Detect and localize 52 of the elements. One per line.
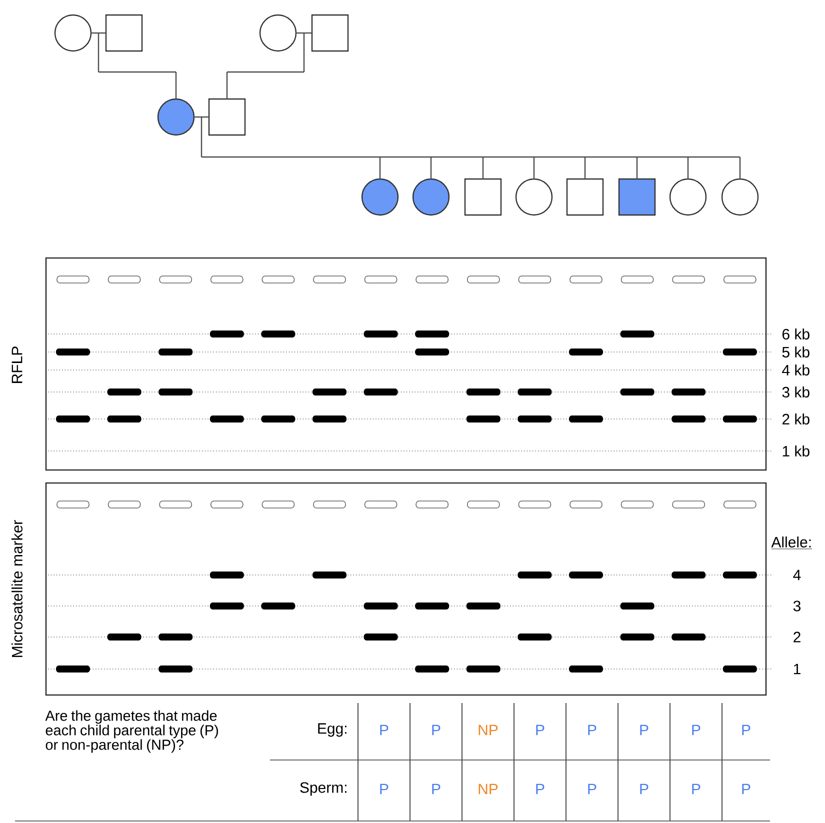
size-label: 3 kb (782, 386, 810, 398)
male-symbol (566, 178, 604, 216)
answer-text: P (588, 724, 596, 736)
allele-number: 3 (793, 600, 801, 612)
answer-text: P (432, 784, 440, 794)
size-label: 6 kb (782, 328, 810, 340)
female-symbol (412, 178, 450, 216)
axis-label: RFLP (12, 346, 22, 383)
mating-line (296, 32, 312, 34)
female-symbol (721, 178, 759, 216)
female-symbol (157, 98, 195, 136)
question-text: Are the gametes that made each child parental type (P) or non-parental (NP)? (45, 710, 218, 753)
answer-text: P (742, 724, 750, 736)
male-symbol (464, 178, 502, 216)
descent-line (98, 32, 177, 99)
answer-text: P (588, 784, 596, 794)
answer-text: NP (478, 724, 498, 736)
mating-line (92, 32, 106, 34)
answer-text: P (692, 724, 700, 736)
answer-text: P (432, 724, 440, 736)
size-label: 5 kb (782, 346, 810, 358)
answer-text: P (640, 724, 648, 736)
female-symbol (259, 14, 297, 52)
female-symbol (361, 178, 399, 216)
size-label: 1 kb (782, 446, 810, 456)
descent-line (200, 116, 741, 179)
row-label: Sperm: (300, 782, 346, 796)
female-symbol (54, 14, 92, 52)
answer-text: P (742, 784, 750, 794)
answer-text: P (692, 784, 700, 794)
axis-label: Microsatellite marker (12, 520, 22, 657)
answer-text: P (380, 724, 388, 736)
answer-text: P (380, 784, 388, 794)
descent-line (226, 32, 305, 99)
female-symbol (515, 178, 553, 216)
male-symbol (618, 178, 656, 216)
mating-line (194, 116, 208, 118)
answer-text: P (536, 784, 544, 794)
allele-number: 1 (794, 664, 800, 674)
answer-text: NP (478, 784, 498, 794)
size-label: 2 kb (782, 414, 810, 424)
size-label: 4 kb (782, 364, 810, 376)
allele-heading: Allele: (771, 536, 812, 550)
male-symbol (105, 14, 143, 52)
row-label: Egg: (318, 723, 346, 737)
allele-number: 4 (793, 570, 801, 580)
allele-number: 2 (794, 632, 800, 642)
male-symbol (311, 14, 349, 52)
answer-text: P (640, 784, 648, 794)
male-symbol (208, 98, 246, 136)
female-symbol (669, 178, 707, 216)
answer-text: P (536, 724, 544, 736)
